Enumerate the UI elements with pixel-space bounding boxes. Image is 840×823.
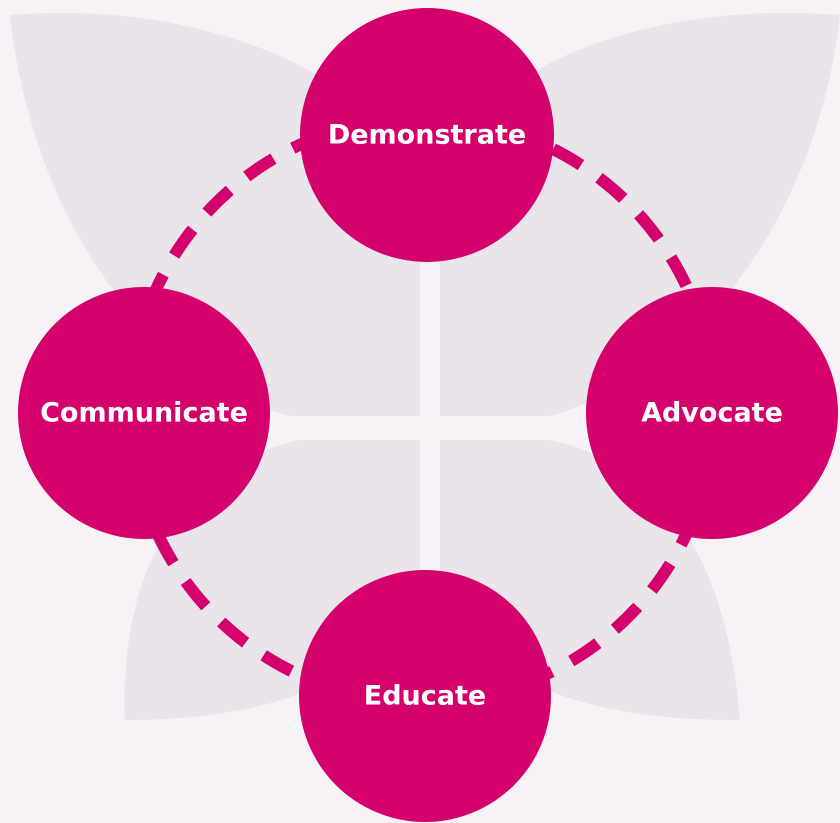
node-advocate-circle: [586, 287, 838, 539]
node-advocate-label: Advocate: [641, 398, 783, 429]
node-educate: Educate: [299, 570, 551, 822]
node-demonstrate-label: Demonstrate: [328, 120, 526, 151]
node-communicate-circle: [18, 287, 270, 539]
node-communicate: Communicate: [18, 287, 270, 539]
node-advocate: Advocate: [586, 287, 838, 539]
node-demonstrate: Demonstrate: [300, 8, 554, 262]
node-educate-circle: [299, 570, 551, 822]
node-educate-label: Educate: [364, 681, 486, 712]
node-demonstrate-circle: [300, 8, 554, 262]
node-communicate-label: Communicate: [40, 398, 248, 429]
